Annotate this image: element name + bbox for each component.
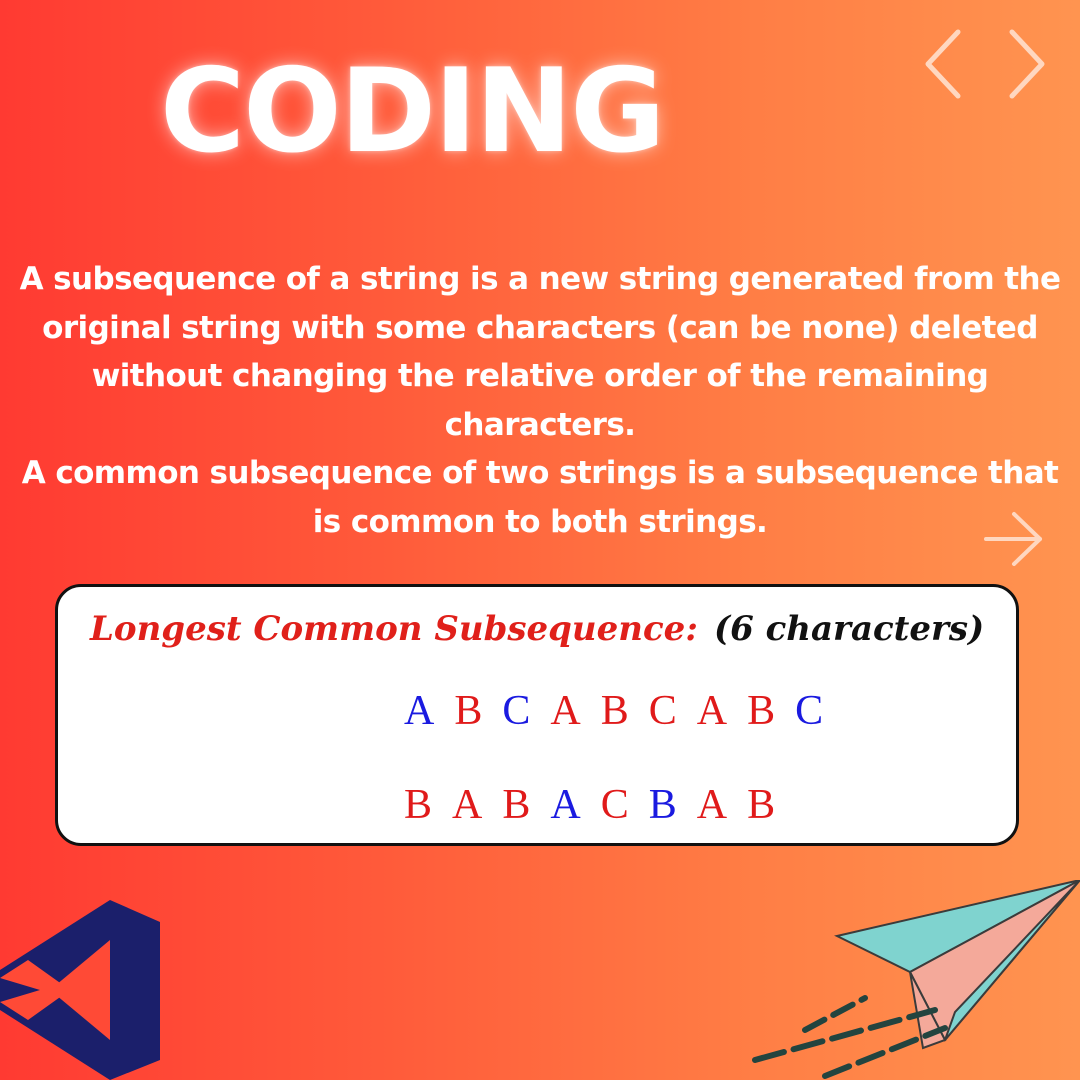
- right-arrow-icon: [984, 512, 1042, 566]
- sequence-char: A: [550, 782, 581, 828]
- sequence-char: C: [600, 782, 629, 828]
- sequence-char: A: [550, 688, 581, 734]
- sequence-char: A: [696, 688, 728, 734]
- sequence-char: B: [648, 782, 677, 828]
- sequence-char: A: [696, 782, 728, 828]
- sequence-char: B: [502, 782, 531, 828]
- sequence-char: A: [404, 688, 435, 734]
- description-paragraph-1: A subsequence of a string is a new strin…: [19, 261, 1061, 443]
- description: A subsequence of a string is a new strin…: [10, 255, 1070, 546]
- page-title: CODING: [160, 44, 666, 179]
- card-subtitle: (6 characters): [714, 609, 985, 649]
- sequence-char: B: [600, 688, 629, 734]
- sequence-char: B: [404, 782, 433, 828]
- lcs-example-card: Longest Common Subsequence: (6 character…: [55, 584, 1019, 846]
- code-brackets-icon: [925, 29, 1045, 99]
- sequence-char: B: [747, 688, 776, 734]
- sequence-char: B: [454, 688, 483, 734]
- sequence-char: C: [502, 688, 531, 734]
- description-paragraph-2: A common subsequence of two strings is a…: [21, 455, 1059, 540]
- paper-plane-icon: [752, 880, 1080, 1079]
- visual-studio-logo-icon: [0, 900, 160, 1080]
- card-title: Longest Common Subsequence:: [90, 609, 698, 649]
- sequence-char: C: [795, 688, 824, 734]
- sequence-char: B: [747, 782, 776, 828]
- sequence-char: C: [648, 688, 677, 734]
- sequence-char: A: [452, 782, 483, 828]
